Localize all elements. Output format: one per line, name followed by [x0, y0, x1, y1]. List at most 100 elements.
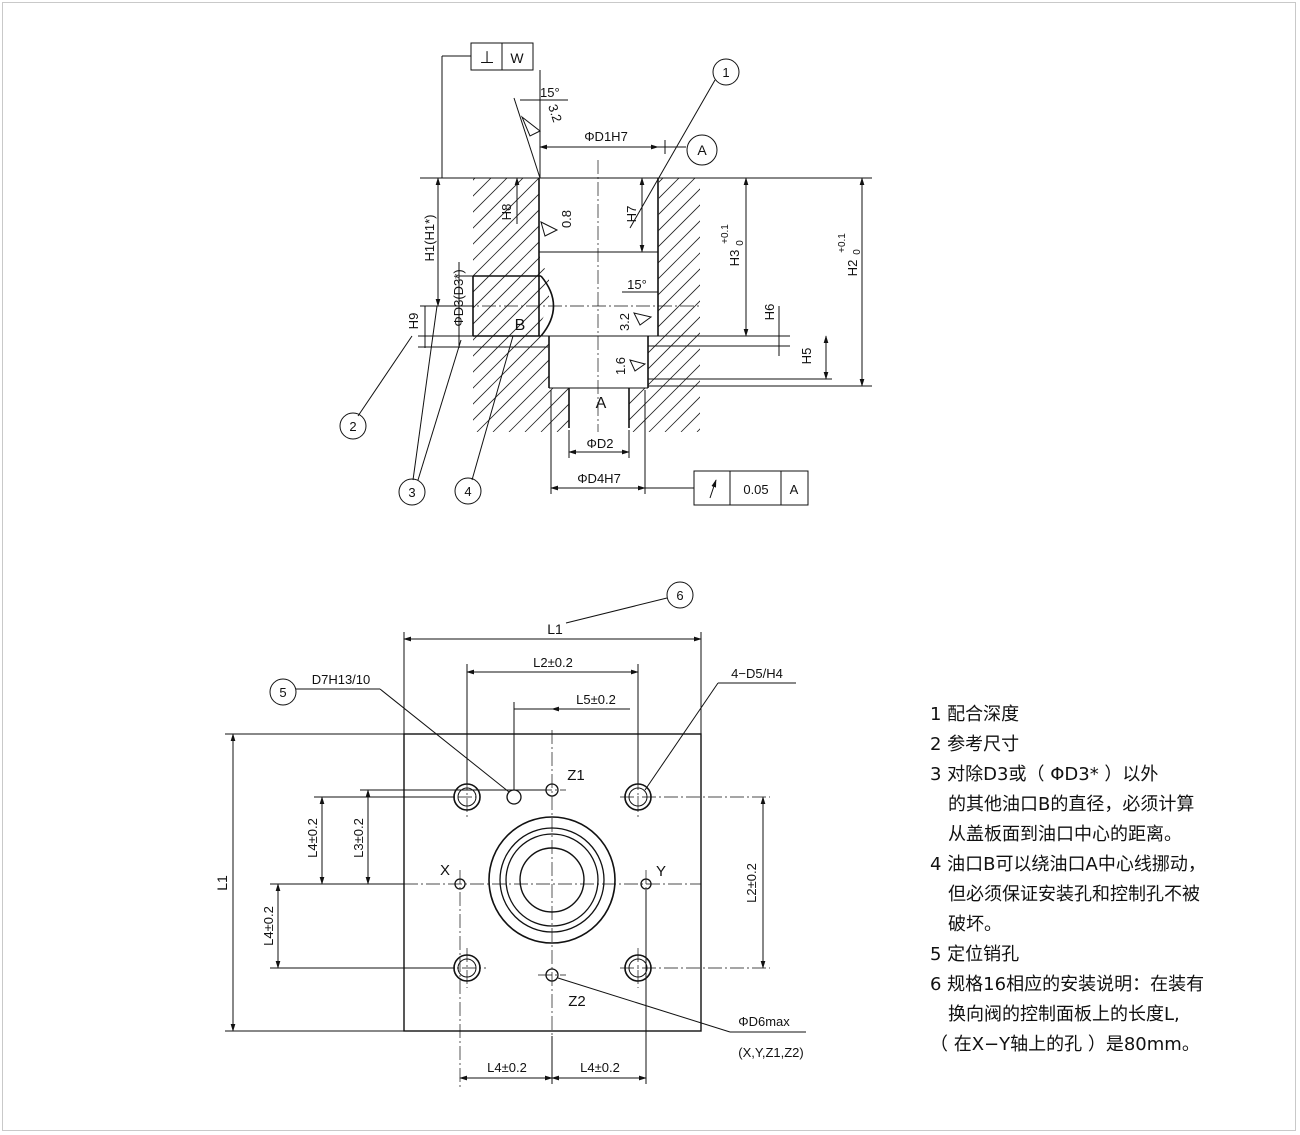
hatch-line — [205, 172, 465, 432]
hatch-line — [701, 172, 961, 432]
hatch-line — [473, 178, 562, 432]
l4-left-bottom-label: L4±0.2 — [261, 906, 276, 946]
callout-5-leader — [379, 688, 510, 793]
hole-spec-label: 4−D5/H4 — [731, 666, 783, 681]
l4-bottom-left-label: L4±0.2 — [487, 1060, 527, 1075]
note-line: （ 在X−Y轴上的孔 ）是80mm。 — [930, 1034, 1200, 1055]
hatch-line — [473, 178, 569, 432]
h8-label: H8 — [499, 204, 514, 221]
hole-centerlines — [440, 776, 770, 1090]
port-a-label: A — [596, 395, 607, 412]
callout-3-label: 3 — [408, 485, 415, 500]
hatch-line — [761, 172, 1021, 432]
hatch-line — [841, 172, 1101, 432]
hatch-line — [749, 172, 1009, 432]
callout-4-leader — [471, 335, 514, 481]
callout-2-leader — [357, 335, 413, 417]
callout-3-circle — [398, 478, 426, 506]
callout-4-label: 4 — [464, 484, 471, 499]
note-line: 3 对除D3或（ ΦD3* ）以外 — [930, 764, 1159, 785]
perpendicularity-symbol: ⊥ — [480, 48, 495, 67]
hatch-left — [173, 172, 1121, 432]
hatch-line — [173, 172, 433, 432]
hatch-line — [473, 178, 569, 432]
port-y-label: Y — [656, 863, 666, 880]
note-line: 破坏。 — [948, 914, 1002, 935]
d3-label: ΦD3(D3*) — [451, 269, 466, 326]
port-x-label: X — [440, 862, 450, 879]
d1-label: ΦD1H7 — [584, 129, 628, 144]
d4-label: ΦD4H7 — [577, 471, 621, 486]
hatch-line — [861, 172, 1121, 432]
hatch-line — [476, 178, 569, 432]
runout-datum: A — [790, 482, 799, 497]
hatch-line — [629, 178, 700, 432]
callout-4-circle — [454, 477, 482, 505]
roughness-symbol-top — [520, 115, 541, 137]
pin-hole-label: D7H13/10 — [312, 672, 371, 687]
d6-label: ΦD6max — [738, 1014, 790, 1029]
l4-bottom-right-label: L4±0.2 — [580, 1060, 620, 1075]
callout-6-circle — [666, 581, 694, 609]
l2-right-label: L2±0.2 — [744, 863, 759, 903]
hatch-line — [953, 172, 1213, 432]
roughness-08-label: 0.8 — [559, 210, 574, 228]
note-line: 2 参考尺寸 — [930, 734, 1020, 755]
hatch-line — [664, 178, 700, 432]
datum-a-circle — [686, 134, 718, 166]
note-line: 1 配合深度 — [930, 704, 1020, 725]
callout-1-label: 1 — [722, 65, 729, 80]
hatch-line — [473, 178, 514, 432]
hatch-line — [629, 178, 700, 432]
hatch-line — [829, 172, 1089, 432]
h3-tolerance-upper: +0.1 — [720, 224, 731, 244]
h3-label: H3 — [727, 250, 742, 267]
hatch-line — [473, 178, 569, 432]
hatch-line — [905, 172, 1165, 432]
hatch-right — [629, 172, 1213, 432]
notes-panel: 1 配合深度 2 参考尺寸 3 对除D3或（ ΦD3* ）以外 的其他油口B的直… — [930, 700, 1290, 1060]
port-a-inner-ring — [505, 833, 599, 927]
roughness-symbol-16 — [629, 359, 647, 372]
hatch-line — [637, 172, 897, 432]
hatch-line — [605, 172, 865, 432]
hatch-line — [629, 178, 700, 432]
l5-label: L5±0.2 — [576, 692, 616, 707]
hatch-line — [765, 172, 1025, 432]
hatch-line — [473, 178, 569, 432]
l1-top-label: L1 — [547, 621, 563, 637]
callout-6-leader — [565, 597, 668, 624]
h1-label: H1(H1*) — [422, 215, 437, 262]
hatch-line — [629, 178, 700, 432]
hatch-line — [189, 172, 449, 432]
hatch-line — [629, 178, 700, 432]
hatch-line — [873, 172, 1133, 432]
hatch-line — [696, 178, 700, 432]
note-line: 5 定位销孔 — [930, 944, 1020, 965]
l2-top-label: L2±0.2 — [533, 655, 573, 670]
hatch-line — [937, 172, 1197, 432]
callout-1-leader — [629, 79, 716, 229]
angle-mid-label: 15° — [627, 277, 647, 292]
l4-left-top-label: L4±0.2 — [305, 818, 320, 858]
hatch-line — [813, 172, 1073, 432]
hatch-line — [793, 172, 1053, 432]
hatch-line — [889, 172, 1149, 432]
hatch-line — [648, 178, 700, 432]
callout-2-circle — [339, 412, 367, 440]
l1-left-label: L1 — [214, 875, 230, 891]
roughness-symbol-mid — [633, 312, 653, 326]
hatch-line — [473, 178, 530, 432]
hatch-line — [713, 172, 973, 432]
callout-2-label: 2 — [349, 419, 356, 434]
chamfer-line-top — [513, 97, 541, 179]
hatch-line — [921, 172, 1181, 432]
port-a-seal-circle — [499, 827, 605, 933]
hatch-line — [473, 178, 569, 432]
angle-top-label: 15° — [540, 85, 560, 100]
port-b-label: B — [515, 317, 526, 334]
hatch-line — [508, 178, 569, 432]
note-line: 的其他油口B的直径，必须计算 — [948, 794, 1195, 815]
